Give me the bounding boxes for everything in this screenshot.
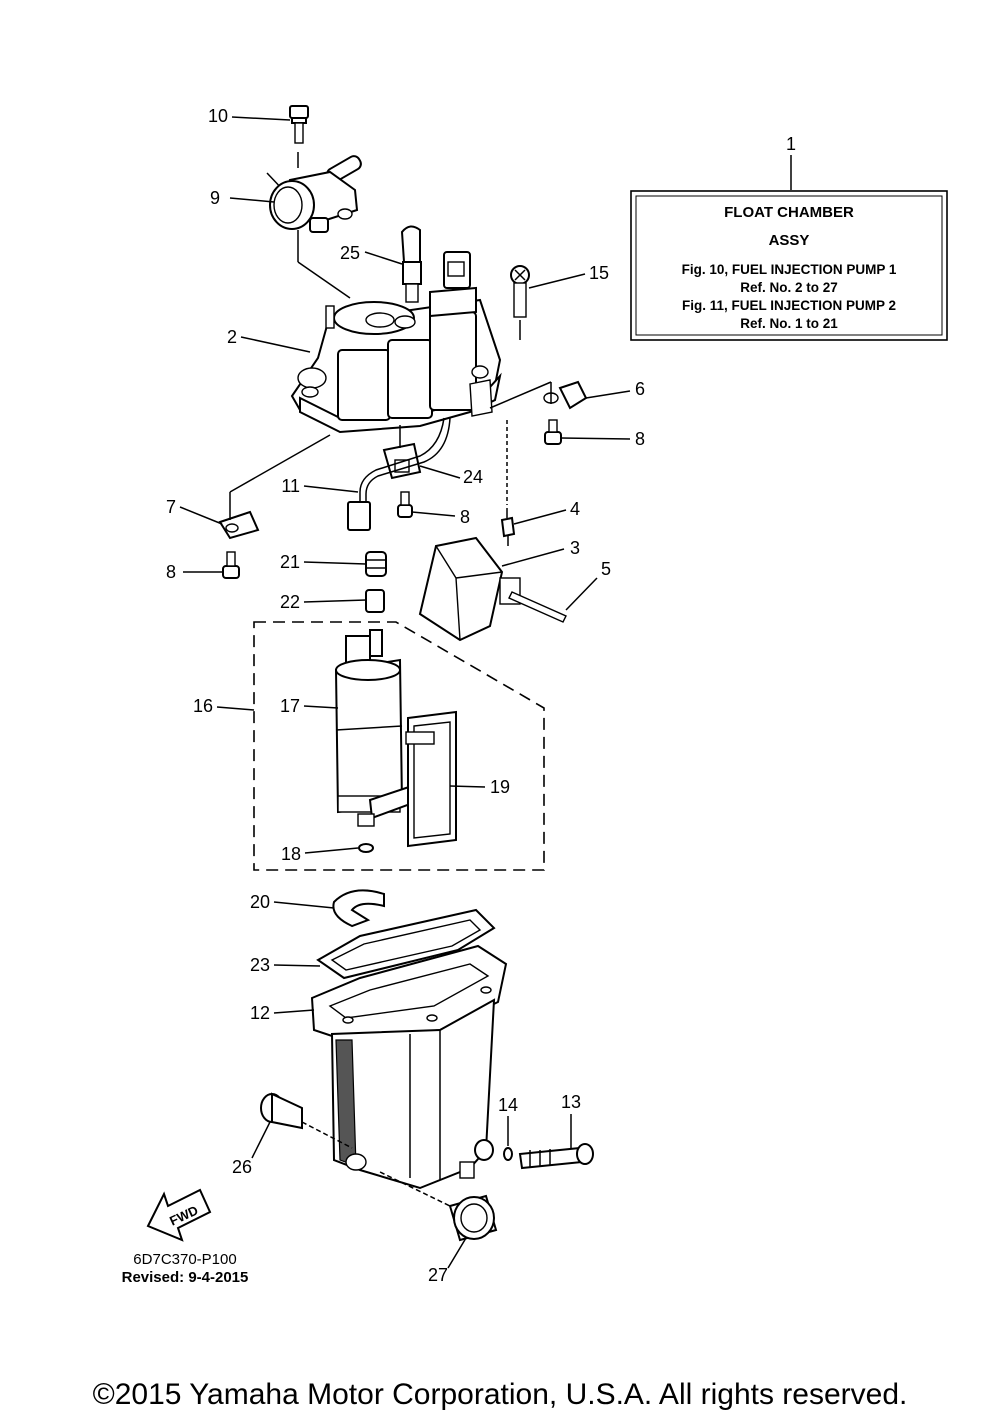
part-19-strainer bbox=[368, 710, 457, 848]
leader-lines bbox=[179, 116, 631, 1269]
part-20-retainer bbox=[332, 889, 385, 928]
callout-20: 20 bbox=[250, 892, 270, 912]
callout-13: 13 bbox=[561, 1092, 581, 1112]
part-18-clip bbox=[357, 813, 375, 853]
callout-27: 27 bbox=[428, 1265, 448, 1285]
part-9-regulator bbox=[266, 155, 362, 299]
callout-4: 4 bbox=[570, 499, 580, 519]
part-12-float-chamber bbox=[310, 944, 508, 1190]
part-27-grommet bbox=[379, 1171, 498, 1242]
part-11-wire-harness bbox=[347, 417, 451, 531]
callout-10: 10 bbox=[208, 106, 228, 126]
part-8-screw-c bbox=[222, 551, 240, 579]
callout-12: 12 bbox=[250, 1003, 270, 1023]
part-7-bracket bbox=[218, 434, 331, 540]
callout-23: 23 bbox=[250, 955, 270, 975]
callout-6: 6 bbox=[635, 379, 645, 399]
part-16-group-outline bbox=[253, 621, 545, 871]
part-22-sleeve bbox=[365, 589, 385, 613]
callout-8-right: 8 bbox=[635, 429, 645, 449]
callout-1: 1 bbox=[786, 134, 796, 154]
part-10-bolt bbox=[289, 105, 309, 168]
part-17-fuel-pump bbox=[334, 629, 404, 814]
callout-26: 26 bbox=[232, 1157, 252, 1177]
part-26-plug bbox=[260, 1092, 353, 1149]
part-21-filter bbox=[365, 551, 387, 577]
copyright-notice: ©2015 Yamaha Motor Corporation, U.S.A. A… bbox=[92, 1378, 908, 1411]
part-8-screw-a bbox=[397, 491, 413, 518]
callout-22: 22 bbox=[280, 592, 300, 612]
callout-16: 16 bbox=[193, 696, 213, 716]
callout-19: 19 bbox=[490, 777, 510, 797]
part-24-clamp bbox=[382, 425, 422, 480]
drawing-code: 6D7C370-P100 bbox=[133, 1251, 236, 1268]
title-box: 1 FLOAT CHAMBER ASSY Fig. 10, FUEL INJEC… bbox=[630, 134, 948, 341]
part-5-pin bbox=[508, 591, 567, 623]
title-line-2: ASSY bbox=[769, 232, 810, 249]
part-2-pump-body bbox=[290, 251, 502, 434]
fwd-arrow-icon: FWD bbox=[146, 1188, 212, 1242]
callout-8-left: 8 bbox=[166, 562, 176, 582]
callout-21: 21 bbox=[280, 552, 300, 572]
callout-11: 11 bbox=[281, 476, 300, 496]
part-23-gasket bbox=[316, 908, 496, 980]
part-14-o-ring bbox=[503, 1147, 513, 1161]
callout-18: 18 bbox=[281, 844, 301, 864]
callout-2: 2 bbox=[227, 327, 237, 347]
callout-17: 17 bbox=[280, 696, 300, 716]
title-line-5: Fig. 11, FUEL INJECTION PUMP 2 bbox=[682, 298, 896, 313]
title-line-1: FLOAT CHAMBER bbox=[724, 204, 854, 221]
callout-8-middle: 8 bbox=[460, 507, 470, 527]
title-line-6: Ref. No. 1 to 21 bbox=[740, 316, 838, 331]
part-15-screw bbox=[510, 265, 530, 340]
callout-24: 24 bbox=[463, 467, 483, 487]
part-8-screw-b bbox=[544, 419, 562, 445]
callout-9: 9 bbox=[210, 188, 220, 208]
title-line-4: Ref. No. 2 to 27 bbox=[740, 280, 838, 295]
callout-numbers: 10 9 25 15 2 6 8 7 11 24 8 4 3 5 8 21 22… bbox=[166, 106, 645, 1285]
callout-3: 3 bbox=[570, 538, 580, 558]
part-3-float bbox=[418, 536, 521, 642]
revised-date: Revised: 9-4-2015 bbox=[122, 1269, 249, 1286]
part-13-drain-screw bbox=[518, 1143, 594, 1170]
title-line-3: Fig. 10, FUEL INJECTION PUMP 1 bbox=[682, 262, 897, 277]
callout-14: 14 bbox=[498, 1095, 518, 1115]
callout-5: 5 bbox=[601, 559, 611, 579]
part-6-bracket bbox=[489, 380, 588, 410]
callout-25: 25 bbox=[340, 243, 360, 263]
part-4-needle-valve bbox=[500, 420, 516, 546]
callout-15: 15 bbox=[589, 263, 609, 283]
part-25-fitting bbox=[400, 225, 422, 303]
callout-7: 7 bbox=[166, 497, 176, 517]
